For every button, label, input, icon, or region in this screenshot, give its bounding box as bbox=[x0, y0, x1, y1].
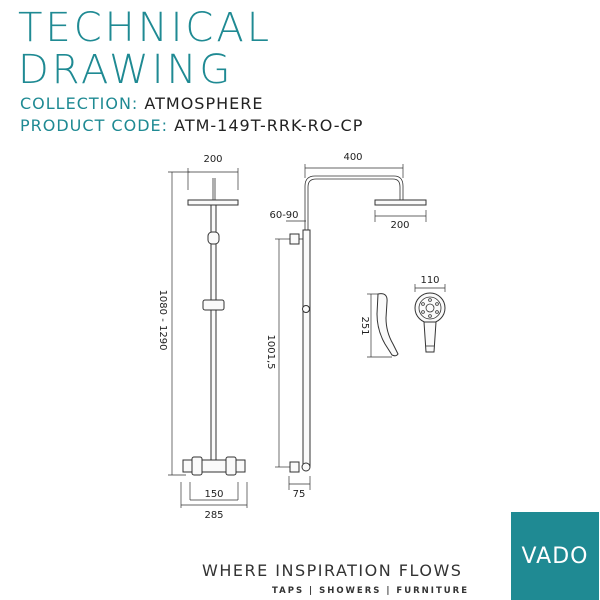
product-code-row: PRODUCT CODE: ATM-149T-RRK-RO-CP bbox=[20, 116, 363, 135]
vado-logo[interactable]: VADO bbox=[511, 512, 599, 600]
handset: 251 110 bbox=[359, 275, 446, 358]
product-code-label: PRODUCT CODE: bbox=[20, 116, 169, 135]
product-code-value: ATM-149T-RRK-RO-CP bbox=[174, 116, 364, 135]
handset-face bbox=[414, 292, 446, 324]
front-riser-joint bbox=[207, 231, 220, 245]
product-categories: TAPS | SHOWERS | FURNITURE bbox=[272, 586, 470, 596]
dim-front-head-width: 200 bbox=[203, 154, 222, 165]
handset-side-profile bbox=[376, 293, 399, 357]
front-valve-handle-left bbox=[191, 456, 203, 476]
dim-handset-head: 110 bbox=[420, 275, 439, 286]
dim-front-height: 1080 - 1290 bbox=[157, 290, 168, 351]
side-valve bbox=[301, 462, 311, 472]
front-valve-handle-right bbox=[225, 456, 237, 476]
dim-side-head-width: 200 bbox=[390, 220, 409, 231]
dim-side-arm-length: 400 bbox=[343, 152, 362, 163]
collection-value: ATMOSPHERE bbox=[144, 94, 264, 113]
dim-front-valve-inner: 150 bbox=[204, 489, 223, 500]
dim-handset-length: 251 bbox=[359, 316, 370, 335]
dim-side-valve-depth: 75 bbox=[293, 489, 306, 500]
dim-front-valve-outer: 285 bbox=[204, 510, 223, 521]
front-view: 200 1080 - 1290 150 285 bbox=[157, 154, 248, 521]
front-shower-head bbox=[187, 199, 239, 206]
side-view: 400 200 60-90 1001,5 75 bbox=[265, 152, 427, 500]
collection-row: COLLECTION: ATMOSPHERE bbox=[20, 94, 263, 113]
title-line-1: TECHNICAL bbox=[18, 5, 273, 51]
vado-logo-text: VADO bbox=[521, 543, 589, 569]
side-riser-pipe bbox=[302, 229, 311, 467]
handset-grip bbox=[423, 321, 437, 353]
dim-side-bracket-spacing: 1001,5 bbox=[265, 335, 276, 370]
side-slider bbox=[302, 305, 310, 313]
front-slider bbox=[202, 299, 225, 311]
side-top-bracket bbox=[289, 233, 300, 245]
title-line-2: DRAWING bbox=[18, 47, 234, 93]
tagline: WHERE INSPIRATION FLOWS bbox=[202, 561, 463, 580]
side-bottom-bracket bbox=[289, 461, 300, 473]
collection-label: COLLECTION: bbox=[20, 94, 139, 113]
dim-side-bracket: 60-90 bbox=[269, 210, 298, 221]
side-shower-head bbox=[374, 199, 427, 206]
